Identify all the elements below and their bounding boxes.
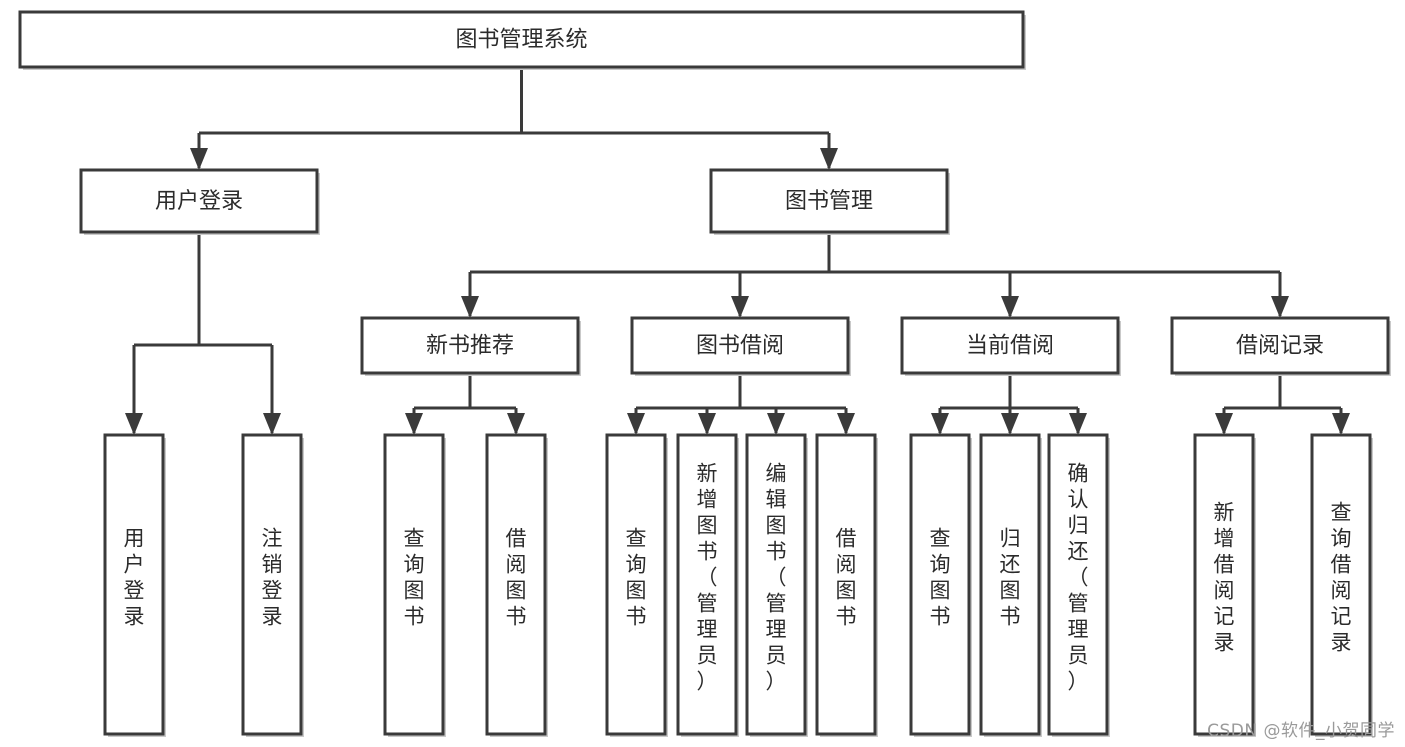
node-label: 借阅图书 [836,527,857,629]
arrow-head-icon [263,413,281,435]
level3-node-当前借阅[interactable]: 当前借阅 [900,316,1121,376]
arrow-head-icon [767,413,785,435]
node-label: 新增图书（管理员） [697,462,718,694]
leaf-node-编辑图书管理员[interactable]: 编辑图书（管理员） [745,433,808,737]
node-rect[interactable] [103,433,165,736]
leaf-node-查询图书[interactable]: 查询图书 [605,433,668,737]
node-rect[interactable] [815,433,877,736]
arrow-head-icon [820,148,838,170]
node-label: 图书借阅 [696,334,784,359]
node-label: 借阅记录 [1236,334,1324,359]
node-rect[interactable] [18,10,1025,69]
arrow-head-icon [931,413,949,435]
node-rect[interactable] [383,433,445,736]
node-rect[interactable] [485,433,547,736]
level3-node-借阅记录[interactable]: 借阅记录 [1170,316,1391,376]
node-label: 查询图书 [626,527,647,629]
node-rect[interactable] [1170,316,1390,375]
leaf-node-借阅图书[interactable]: 借阅图书 [815,433,878,737]
node-label: 用户登录 [155,189,243,214]
node-rect[interactable] [1047,433,1109,736]
level2-node-用户登录[interactable]: 用户登录 [79,168,320,235]
node-label: 当前借阅 [966,334,1054,359]
arrow-head-icon [1001,413,1019,435]
arrow-head-icon [1001,296,1019,318]
node-label: 新书推荐 [426,334,514,359]
node-rect[interactable] [605,433,667,736]
root-node-图书管理系统[interactable]: 图书管理系统 [18,10,1026,70]
node-rect[interactable] [241,433,303,736]
leaf-node-查询借阅记录[interactable]: 查询借阅记录 [1310,433,1373,737]
arrow-head-icon [190,148,208,170]
node-label: 借阅图书 [506,527,527,629]
arrow-head-icon [125,413,143,435]
leaf-node-注销登录[interactable]: 注销登录 [241,433,304,737]
node-rect[interactable] [709,168,949,234]
leaf-node-借阅图书[interactable]: 借阅图书 [485,433,548,737]
node-rect[interactable] [909,433,971,736]
leaf-node-确认归还管理员[interactable]: 确认归还（管理员） [1047,433,1110,737]
arrow-head-icon [1271,296,1289,318]
node-rect[interactable] [745,433,807,736]
node-rect[interactable] [676,433,738,736]
node-rect[interactable] [360,316,580,375]
node-label: 图书管理 [785,189,873,214]
node-label: 注销登录 [262,527,283,629]
node-rect[interactable] [1310,433,1372,736]
node-rect[interactable] [630,316,850,375]
leaf-node-新增借阅记录[interactable]: 新增借阅记录 [1193,433,1256,737]
node-label: 归还图书 [1000,527,1021,629]
node-label: 用户登录 [124,527,145,629]
node-label: 新增借阅记录 [1214,501,1235,655]
leaf-node-查询图书[interactable]: 查询图书 [383,433,446,737]
level3-node-图书借阅[interactable]: 图书借阅 [630,316,851,376]
node-label: 查询借阅记录 [1331,501,1352,655]
node-rect[interactable] [900,316,1120,375]
arrow-head-icon [1069,413,1087,435]
arrow-head-icon [461,296,479,318]
arrow-head-icon [627,413,645,435]
arrow-head-icon [507,413,525,435]
arrow-head-icon [405,413,423,435]
arrow-head-icon [1332,413,1350,435]
node-label: 编辑图书（管理员） [766,462,787,694]
node-rect[interactable] [1193,433,1255,736]
arrow-head-icon [837,413,855,435]
level3-node-新书推荐[interactable]: 新书推荐 [360,316,581,376]
node-label: 查询图书 [930,527,951,629]
connector-lines-group [125,67,1350,435]
arrow-head-icon [698,413,716,435]
leaf-node-新增图书管理员[interactable]: 新增图书（管理员） [676,433,739,737]
node-label: 查询图书 [404,527,425,629]
node-rect[interactable] [79,168,319,234]
level2-node-图书管理[interactable]: 图书管理 [709,168,950,235]
arrow-head-icon [1215,413,1233,435]
node-rect[interactable] [979,433,1041,736]
arrow-head-icon [731,296,749,318]
node-boxes-group: 图书管理系统用户登录图书管理新书推荐图书借阅当前借阅借阅记录用户登录注销登录查询… [18,10,1391,737]
leaf-node-查询图书[interactable]: 查询图书 [909,433,972,737]
node-label: 确认归还（管理员） [1068,462,1089,694]
leaf-node-归还图书[interactable]: 归还图书 [979,433,1042,737]
node-label: 图书管理系统 [455,28,587,53]
leaf-node-用户登录[interactable]: 用户登录 [103,433,166,737]
